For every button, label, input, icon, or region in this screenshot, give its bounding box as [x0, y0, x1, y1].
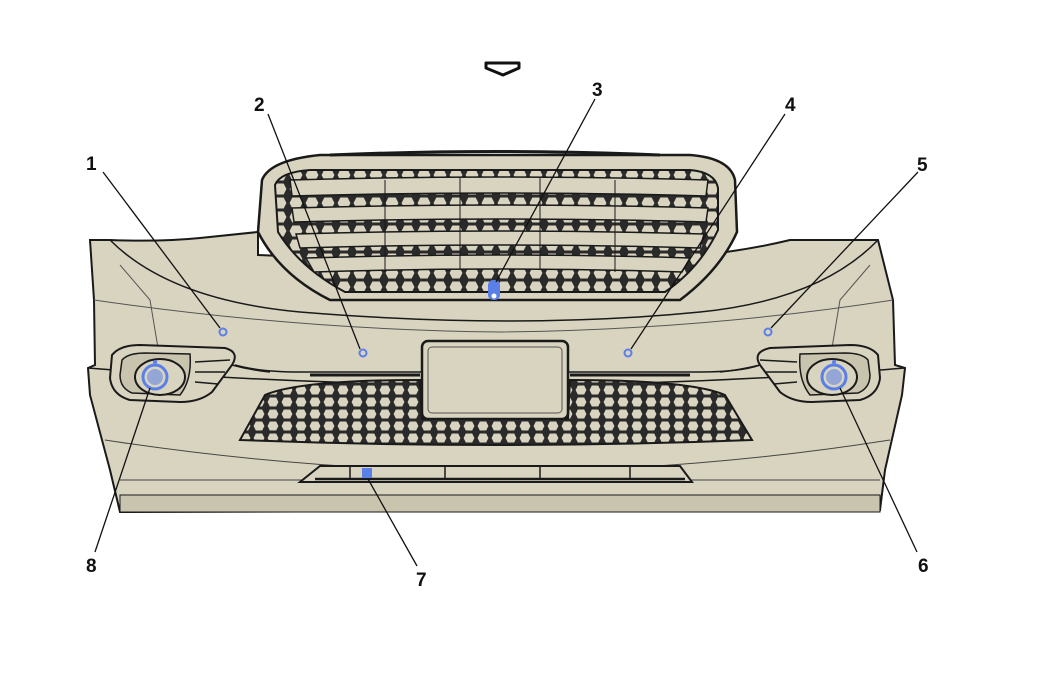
- lower-grille: [234, 364, 761, 446]
- license-plate-bracket: [420, 339, 570, 421]
- lower-air-deflector: [297, 465, 694, 483]
- leader-line-7: [367, 478, 418, 567]
- fastener-point-2: [358, 348, 368, 358]
- upper-grille: [256, 150, 739, 302]
- right-fog-lamp-bezel: [719, 343, 882, 404]
- callout-label-3: 3: [592, 80, 603, 101]
- callout-label-6: 6: [918, 556, 929, 577]
- callout-label-1: 1: [86, 154, 97, 175]
- leader-line-3: [495, 98, 596, 283]
- fastener-point-7: [362, 468, 372, 478]
- callout-labels: 1 2 3 4 5 6 7 8: [86, 80, 929, 591]
- fastener-point-4: [623, 348, 633, 358]
- callout-label-4: 4: [785, 95, 796, 116]
- fastener-highlights: [141, 280, 848, 478]
- callout-label-8: 8: [86, 556, 97, 577]
- forward-view-arrow-icon: [484, 61, 521, 77]
- fastener-point-8: [141, 360, 169, 391]
- leader-line-6: [839, 387, 918, 553]
- fastener-point-1: [218, 327, 228, 337]
- leader-line-5: [770, 171, 919, 329]
- leader-line-4: [630, 113, 786, 350]
- callout-label-7: 7: [416, 570, 427, 591]
- leader-line-8: [94, 387, 151, 553]
- fastener-point-5: [763, 327, 773, 337]
- leader-line-1: [102, 171, 221, 329]
- callout-label-5: 5: [917, 155, 928, 176]
- leader-line-2: [267, 113, 361, 350]
- leader-lines: [94, 98, 919, 567]
- fastener-point-6: [820, 360, 848, 391]
- callout-label-2: 2: [254, 95, 265, 116]
- fastener-point-3: [488, 280, 500, 300]
